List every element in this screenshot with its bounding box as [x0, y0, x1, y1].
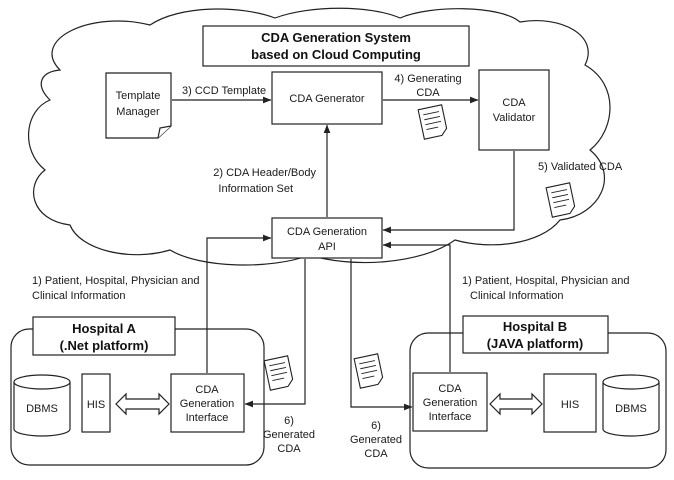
document-icon [417, 104, 448, 140]
document-icon [545, 182, 576, 218]
cda-generator-label: CDA Generator [289, 93, 365, 105]
cda-generator-node: CDA Generator [271, 71, 383, 125]
cloud-title-line2: based on Cloud Computing [251, 47, 421, 62]
dbms-a-node: DBMS [13, 374, 71, 437]
edge-validated-cda-label: 5) Validated CDA [538, 161, 623, 173]
interface-a-node: CDA Generation Interface [170, 373, 245, 433]
edge-patient-info-a-label-2: Clinical Information [32, 290, 126, 302]
dbms-a-label: DBMS [26, 403, 58, 415]
interface-b-label-2: Generation [423, 397, 477, 409]
template-manager-label-1: Template [116, 90, 161, 102]
cloud-title-line1: CDA Generation System [261, 30, 411, 45]
his-a-label: HIS [87, 399, 105, 411]
cda-validator-node: CDA Validator [478, 69, 550, 151]
edge-generated-cda-b-label-3: CDA [364, 448, 388, 460]
edge-generating-cda-label-2: CDA [416, 87, 440, 99]
cda-validator-label-2: Validator [493, 112, 536, 124]
edge-generating-cda-label-1: 4) Generating [394, 73, 461, 85]
double-arrow-icon [115, 392, 170, 416]
edge-generated-cda-a-label-1: 6) [284, 415, 294, 427]
edge-header-body-label-2: Information Set [218, 183, 293, 195]
edge-generated-cda-b: 6) Generated CDA [350, 259, 413, 460]
hospital-a-title-2: (.Net platform) [60, 338, 149, 353]
cloud-title-box: CDA Generation System based on Cloud Com… [202, 25, 470, 67]
cloud-boundary [28, 7, 611, 266]
edge-patient-info-b: 1) Patient, Hospital, Physician and Clin… [382, 241, 630, 372]
edge-generated-cda-a-label-2: Generated [263, 429, 315, 441]
interface-b-label-1: CDA [438, 383, 462, 395]
dbms-b-label: DBMS [615, 403, 647, 415]
hospital-b-title-1: Hospital B [503, 319, 567, 334]
his-b-node: HIS [543, 373, 597, 433]
template-manager-node: Template Manager [105, 72, 172, 139]
his-b-label: HIS [561, 399, 579, 411]
interface-a-label-2: Generation [180, 398, 234, 410]
document-icon [263, 355, 294, 391]
edge-patient-info-a-label-1: 1) Patient, Hospital, Physician and [32, 275, 200, 287]
his-a-node: HIS [81, 373, 111, 433]
interface-a-label-1: CDA [195, 384, 219, 396]
cda-generation-api-label-2: API [318, 241, 336, 253]
edge-generated-cda-a: 6) Generated CDA [244, 259, 315, 455]
edge-header-body-info: 2) CDA Header/Body Information Set [213, 124, 331, 217]
hospital-b-title-2: (JAVA platform) [487, 336, 584, 351]
cda-generation-api-label-1: CDA Generation [287, 226, 367, 238]
edge-validated-cda: 5) Validated CDA [382, 151, 623, 234]
cda-validator-label-1: CDA [502, 97, 526, 109]
cda-generation-api-node: CDA Generation API [271, 217, 383, 259]
interface-b-label-3: Interface [429, 411, 472, 423]
edge-ccd-template-label: 3) CCD Template [182, 85, 266, 97]
edge-header-body-label-1: 2) CDA Header/Body [213, 167, 316, 179]
interface-a-label-3: Interface [186, 412, 229, 424]
template-manager-label-2: Manager [116, 106, 160, 118]
edge-ccd-template: 3) CCD Template [172, 85, 272, 104]
edge-generated-cda-b-label-2: Generated [350, 434, 402, 446]
dbms-b-node: DBMS [602, 374, 660, 437]
edge-patient-info-b-label-2: Clinical Information [470, 290, 564, 302]
edge-generated-cda-b-label-1: 6) [371, 420, 381, 432]
hospital-a-title-1: Hospital A [72, 321, 136, 336]
double-arrow-icon [489, 392, 543, 416]
edge-patient-info-b-label-1: 1) Patient, Hospital, Physician and [462, 275, 630, 287]
edge-patient-info-a: 1) Patient, Hospital, Physician and Clin… [32, 234, 272, 373]
edge-generating-cda: 4) Generating CDA [383, 73, 479, 104]
interface-b-node: CDA Generation Interface [412, 372, 488, 432]
edge-generated-cda-a-label-3: CDA [277, 443, 301, 455]
document-icon [353, 353, 384, 389]
